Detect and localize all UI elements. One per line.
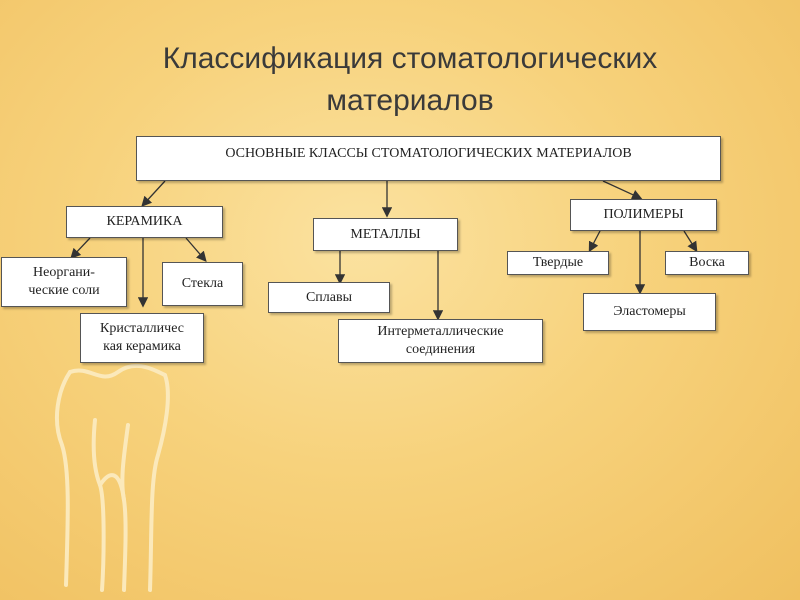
ceramics-box: КЕРАМИКА [66,206,223,238]
title-line-1: Классификация стоматологических [162,42,658,75]
polymers-box: ПОЛИМЕРЫ [570,199,717,231]
crystal-ceramics-line-2: кая керамика [103,339,181,354]
arrow-ceramics-glass [185,237,207,262]
crystal-ceramics-box: Кристалличес кая керамика [80,313,204,363]
arrow-ceramics-inorganic [70,237,91,259]
root-label: ОСНОВНЫЕ КЛАССЫ СТОМАТОЛОГИЧЕСКИХ МАТЕРИ… [225,146,632,161]
elastomers-label: Эластомеры [613,304,686,319]
alloys-box: Сплавы [268,282,390,313]
hard-polymers-label: Твердые [532,255,584,270]
glass-box: Стекла [162,262,243,306]
inorganic-salts-box: Неоргани- ческие соли [1,257,127,307]
arrow-polymers-hard [588,230,601,253]
root-box: ОСНОВНЫЕ КЛАССЫ СТОМАТОЛОГИЧЕСКИХ МАТЕРИ… [136,136,721,181]
intermetallic-line-2: соединения [405,342,476,357]
alloys-label: Сплавы [305,289,353,305]
ceramics-label: КЕРАМИКА [106,214,183,229]
arrow-root-ceramics [141,180,166,207]
elastomers-box: Эластомеры [583,293,716,331]
waxes-box: Воска [665,251,749,275]
crystal-ceramics-line-1: Кристалличес [100,321,184,336]
waxes-label: Воска [689,255,725,270]
arrow-root-polymers [602,180,643,200]
title-line-2: материалов [326,84,494,117]
metals-box: МЕТАЛЛЫ [313,218,458,251]
inorganic-salts-line-2: ческие соли [28,283,100,298]
intermetallic-line-1: Интерметаллические [377,324,504,339]
intermetallic-box: Интерметаллические соединения [338,319,543,363]
hard-polymers-box: Твердые [507,251,609,275]
metals-label: МЕТАЛЛЫ [350,226,421,242]
arrow-polymers-waxes [683,230,698,253]
inorganic-salts-line-1: Неоргани- [33,265,95,280]
glass-label: Стекла [181,276,224,291]
page-title: Классификация стоматологических материал… [100,38,720,122]
polymers-label: ПОЛИМЕРЫ [603,207,684,222]
